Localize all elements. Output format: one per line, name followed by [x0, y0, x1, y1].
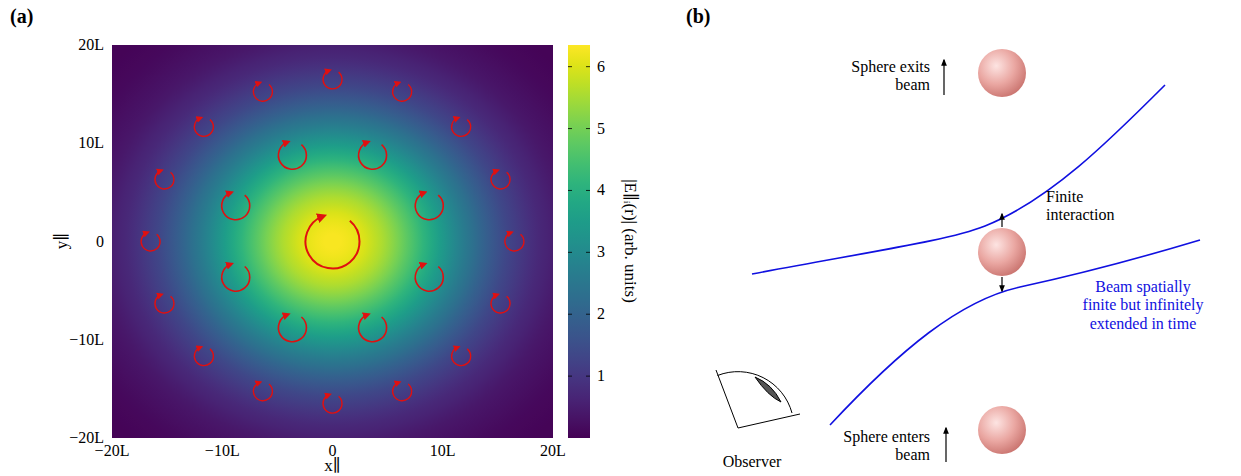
tick-label: 10L	[430, 442, 456, 460]
observer-eye	[716, 370, 800, 428]
circular-arrow	[222, 193, 250, 220]
tick-mark	[568, 128, 572, 129]
tick-label: −10L	[69, 331, 104, 349]
tick-mark	[586, 252, 590, 253]
tick-label: −20L	[95, 442, 130, 460]
circular-arrow	[194, 347, 213, 365]
motion-arrow	[945, 428, 946, 462]
circular-arrow	[222, 264, 250, 291]
circular-arrow	[323, 70, 342, 88]
circular-arrow	[323, 395, 342, 413]
beam-edge	[752, 85, 1165, 274]
tick-label: 10L	[78, 134, 104, 152]
circular-arrow	[452, 118, 471, 136]
circular-arrow	[278, 142, 306, 169]
annotation: Finite interaction	[1046, 188, 1136, 225]
axis-label: y∥	[52, 233, 72, 249]
colorbar-label: |E∥ᵢ(r)| (arb. units)	[620, 179, 640, 303]
sphere	[978, 49, 1026, 97]
colorbar	[568, 45, 590, 438]
motion-arrow	[943, 60, 944, 95]
tick-mark	[568, 376, 572, 377]
circular-arrow	[306, 216, 360, 268]
circular-arrow	[194, 118, 213, 136]
tick-label: 3	[597, 243, 605, 261]
circular-arrow	[253, 83, 272, 101]
circular-arrow	[359, 315, 387, 342]
tick-mark	[586, 376, 590, 377]
tick-mark	[568, 314, 572, 315]
tick-label: 2	[597, 305, 605, 323]
sphere	[978, 406, 1026, 454]
circular-arrow	[415, 193, 443, 220]
tick-label: 0	[96, 232, 104, 250]
circular-arrow	[415, 264, 443, 291]
circular-arrow	[491, 171, 510, 189]
tick-mark	[568, 252, 572, 253]
panel-label: (b)	[686, 5, 710, 28]
circular-arrow	[452, 347, 471, 365]
colorbar-ticks	[568, 67, 590, 376]
interaction-arrow	[1001, 277, 1002, 291]
tick-label: −10L	[205, 442, 240, 460]
circular-arrow	[359, 142, 387, 169]
axis-label: x∥	[324, 456, 340, 476]
polarization-arrows	[141, 70, 524, 413]
circular-arrow	[155, 295, 174, 313]
tick-label: 4	[597, 181, 605, 199]
tick-mark	[586, 66, 590, 67]
circular-arrow	[155, 171, 174, 189]
tick-mark	[568, 66, 572, 67]
tick-mark	[586, 314, 590, 315]
tick-label: 1	[597, 367, 605, 385]
annotation: Observer	[723, 453, 782, 471]
circular-arrow	[141, 233, 160, 251]
interaction-arrow	[1001, 214, 1002, 227]
tick-label: 6	[597, 57, 605, 75]
circular-arrow	[505, 233, 524, 251]
annotation: Beam spatially finite but infinitely ext…	[1082, 278, 1204, 333]
tick-mark	[586, 128, 590, 129]
circular-arrow	[393, 83, 412, 101]
annotation: Sphere enters beam	[830, 428, 930, 465]
annotation: Sphere exits beam	[830, 58, 930, 95]
circular-arrow	[253, 382, 272, 400]
tick-label: 5	[597, 119, 605, 137]
tick-label: 20L	[78, 36, 104, 54]
sphere	[978, 228, 1026, 276]
tick-mark	[586, 190, 590, 191]
panel-label: (a)	[10, 5, 33, 28]
tick-label: 20L	[540, 442, 566, 460]
circular-arrow	[393, 382, 412, 400]
field-map	[112, 45, 553, 438]
circular-arrow	[491, 295, 510, 313]
tick-mark	[568, 190, 572, 191]
circular-arrow	[278, 315, 306, 342]
